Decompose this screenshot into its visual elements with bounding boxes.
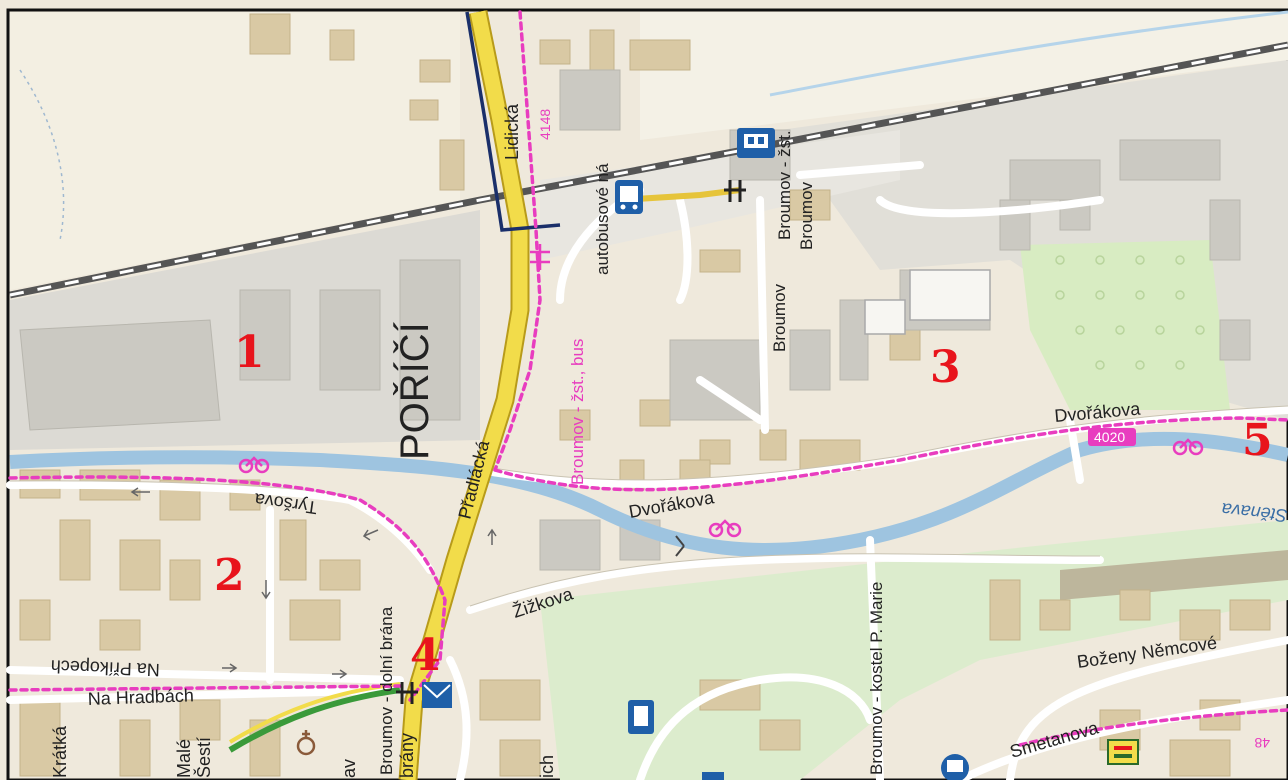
route-label-4148: 4148 — [537, 109, 553, 140]
road-navy-line — [465, 11, 561, 232]
bicycle-icon-river-west[interactable] — [238, 456, 270, 474]
route-label-4020: 4020 — [1094, 429, 1125, 445]
toilets-icon-dolni-brana[interactable] — [396, 682, 418, 704]
area-marker-3: 3 — [930, 342, 961, 393]
street-label-kratka: Krátká — [50, 725, 70, 778]
train-station-icon[interactable] — [737, 128, 775, 158]
post-office-icon[interactable] — [422, 682, 452, 708]
slope-band — [1060, 550, 1288, 600]
route-badge-4020 — [1088, 428, 1136, 446]
street-label-ich: ich — [537, 755, 557, 778]
street-label-av: av — [339, 759, 359, 778]
bus-stop-icon-smetanova[interactable] — [941, 754, 969, 780]
stop-label-broumov-zst-bus: Broumov - žst., bus — [568, 339, 587, 485]
toilets-icon[interactable] — [724, 180, 746, 202]
route-number-4020: 4020 — [1088, 428, 1136, 446]
map-border — [6, 8, 1288, 780]
park-dots — [1055, 255, 1205, 370]
parking-icon[interactable] — [628, 700, 654, 734]
station-access-road — [619, 187, 741, 203]
bicycle-icon-dvorakova[interactable] — [708, 519, 742, 538]
area-marker-1: 1 — [234, 327, 265, 378]
street-label-male: Malé — [174, 739, 194, 778]
church-icon[interactable] — [296, 730, 316, 756]
stop-label-broumov-zst: Broumov - žst. — [775, 130, 794, 240]
area-marker-2: 2 — [214, 550, 245, 601]
street-label-sesti: Šestí — [193, 737, 214, 778]
bicycle-icon-station[interactable] — [530, 244, 550, 270]
area-marker-4: 4 — [410, 630, 441, 681]
route-number-48: 48 — [1254, 735, 1270, 751]
stop-label-broumov-3: Broumov — [770, 283, 789, 352]
bicycle-icon-river-east[interactable] — [1172, 438, 1204, 456]
bus-stop-icon[interactable] — [615, 180, 643, 214]
info-point-icon[interactable] — [702, 772, 724, 780]
street-label-na-prikopech: Na Příkopech — [50, 656, 160, 680]
stop-label-kostel: Broumov - kostel P. Marie — [867, 582, 886, 775]
route-number-4148: 4148 — [537, 109, 553, 140]
stop-label-autobusove-na: autobusové ná — [593, 163, 612, 275]
green-road-line — [228, 687, 401, 753]
route-label-48: 48 — [1254, 735, 1270, 751]
street-label-na-hradbach: Na Hradbách — [87, 685, 194, 709]
railway-dashes — [9, 43, 1288, 297]
street-label-brany: brány — [397, 733, 417, 778]
stop-label-broumov-2: Broumov — [797, 181, 816, 250]
main-road — [400, 10, 528, 780]
bridge-symbol — [675, 535, 685, 557]
zone-north-east — [640, 12, 1288, 140]
outline-buildings — [864, 269, 991, 335]
buildings — [19, 13, 1271, 777]
street-label-lidicka: Lidická — [502, 103, 522, 160]
zone-north-west — [10, 12, 460, 290]
cycle-routes — [8, 10, 1288, 747]
stop-labels: Broumov - žst., bus autobusové ná Broumo… — [377, 130, 886, 775]
stream-north — [769, 10, 1288, 97]
shop-icon[interactable] — [1107, 739, 1139, 765]
district-label: POŘÍČÍ — [392, 321, 437, 460]
river — [9, 431, 1288, 557]
one-way-arrows — [130, 487, 497, 679]
area-marker-5: 5 — [1242, 415, 1273, 466]
stop-label-dolni-brana: Broumov - dolní brána — [377, 606, 396, 775]
